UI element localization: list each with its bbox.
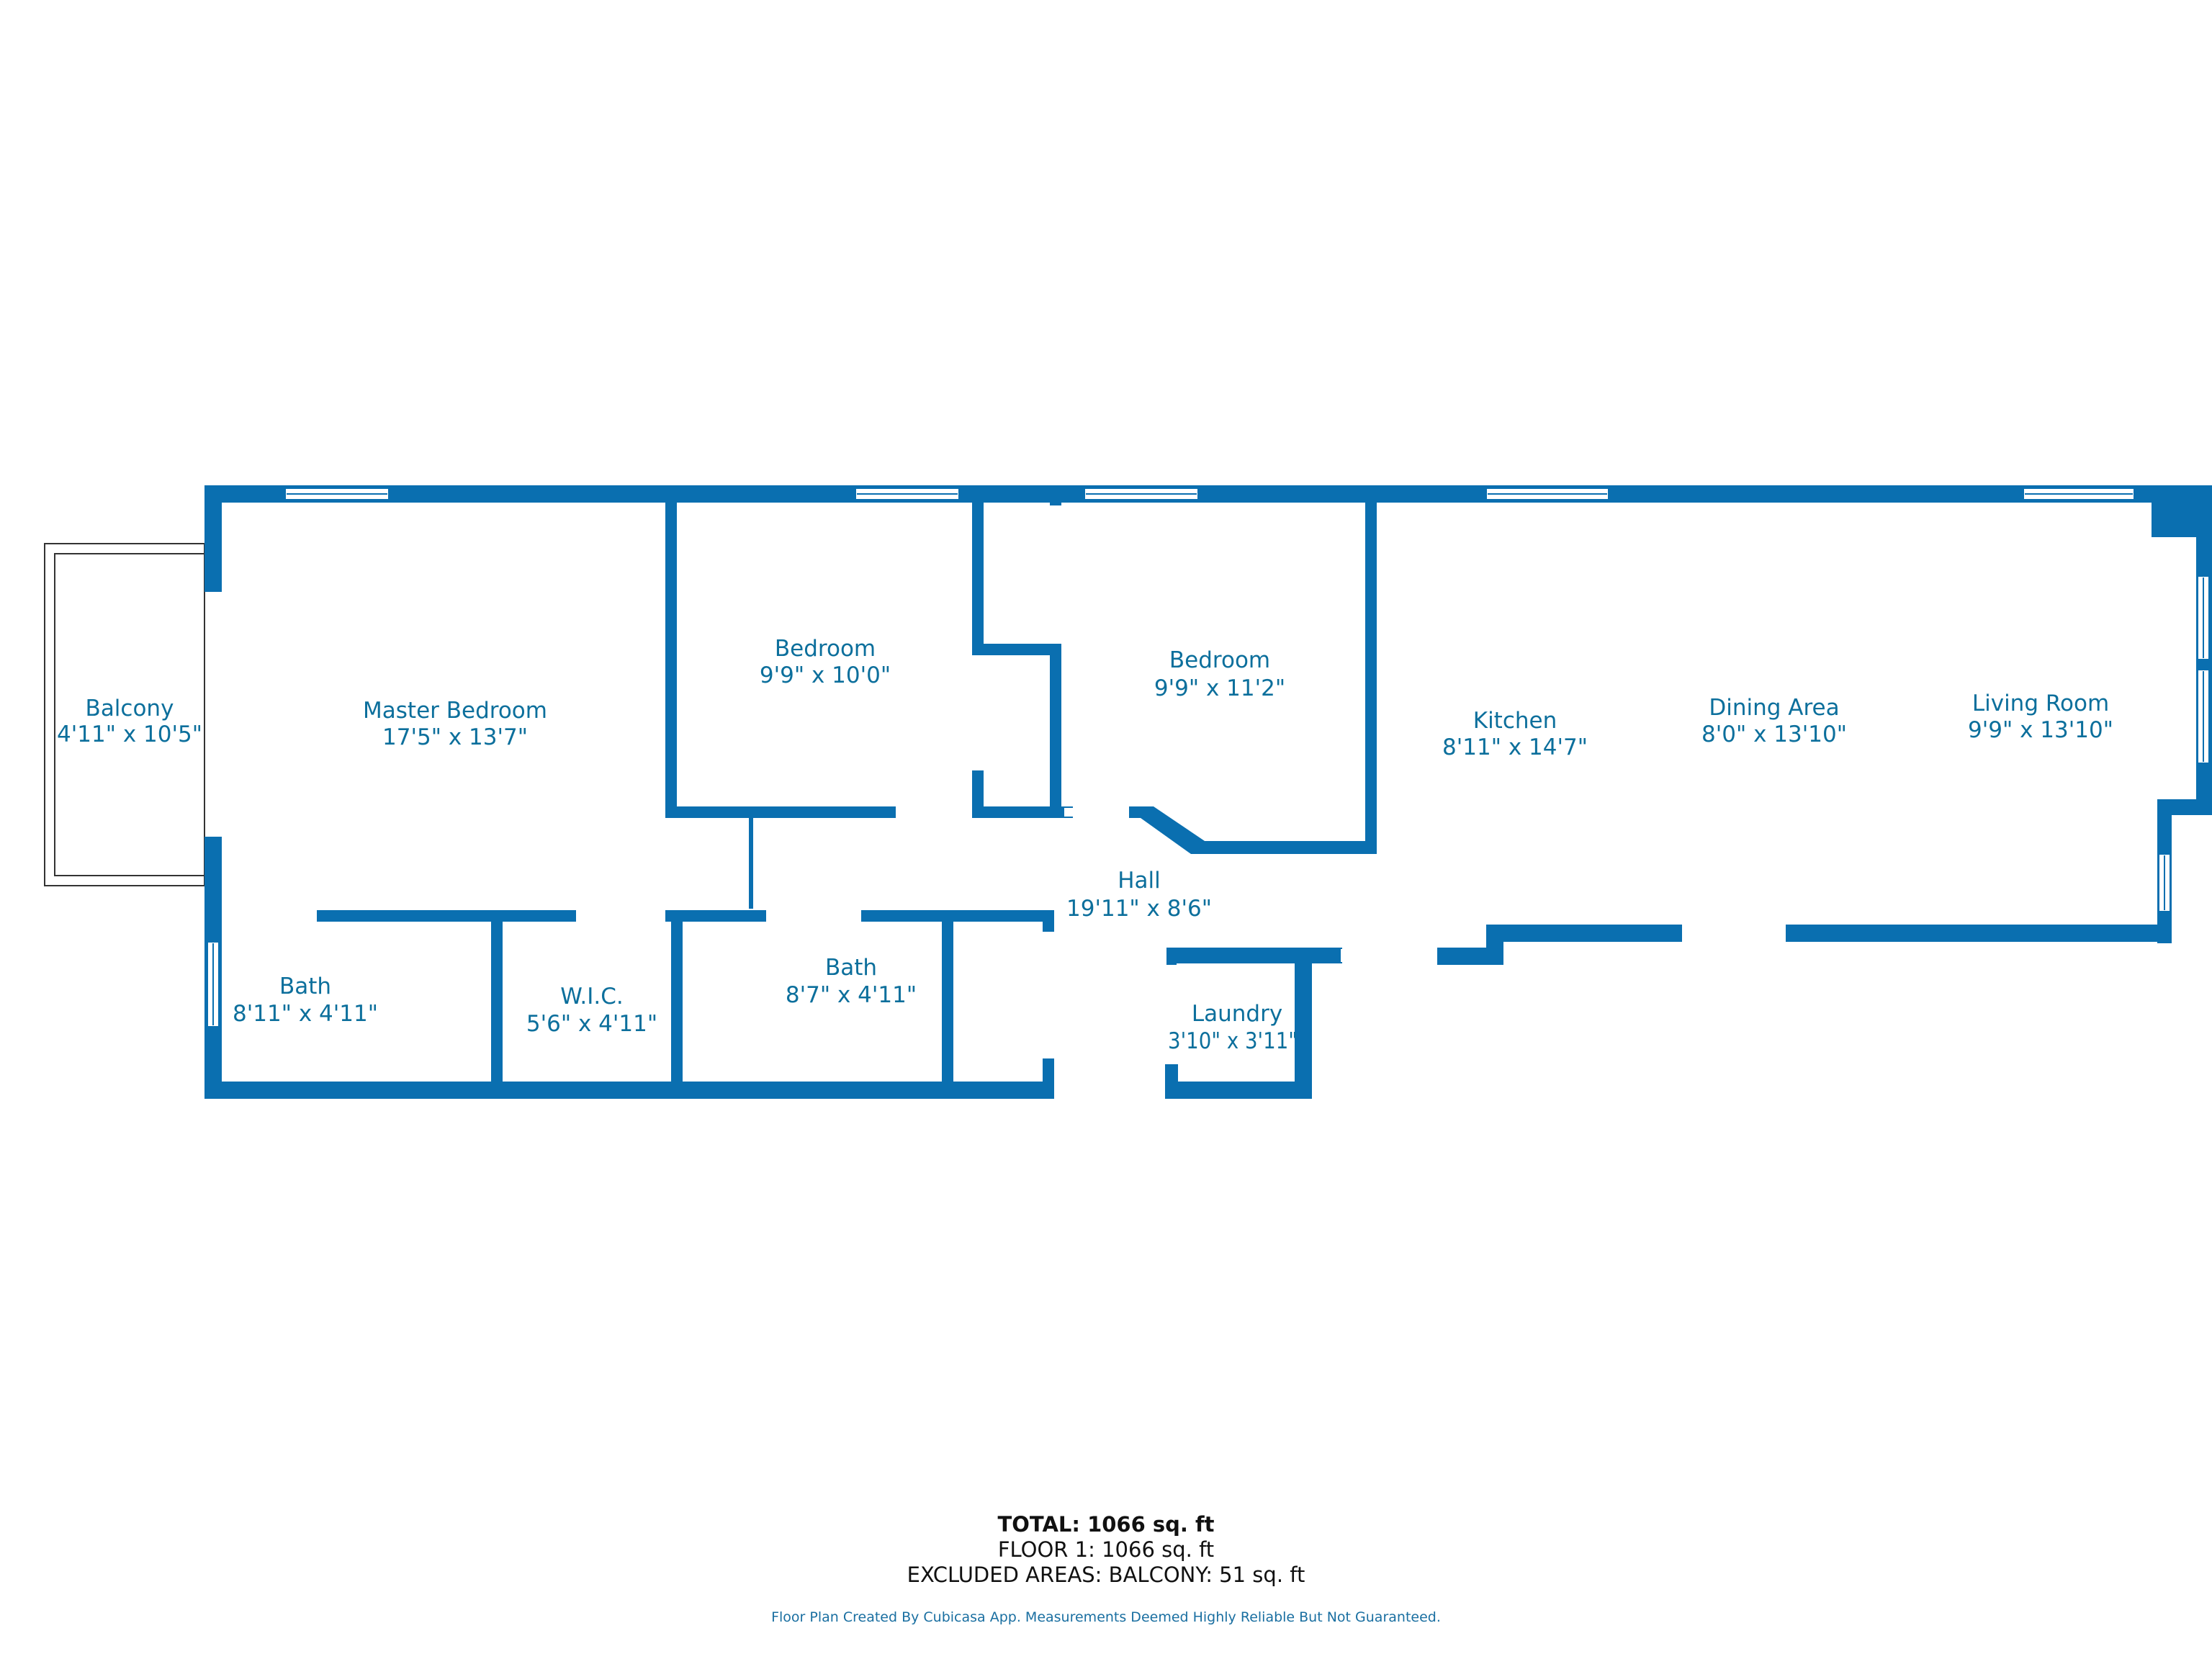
balcony-outline: [44, 543, 205, 886]
window-master: [284, 487, 390, 500]
kitchen-name: Kitchen: [1473, 708, 1557, 734]
master-bedroom-name: Master Bedroom: [363, 698, 547, 724]
master-bedroom-dims: 17'5" x 13'7": [382, 724, 528, 750]
bedroom1-dims: 9'9" x 10'0": [760, 662, 891, 688]
credit-note: Floor Plan Created By Cubicasa App. Meas…: [771, 1609, 1441, 1625]
bath1-dims: 8'11" x 4'11": [233, 1001, 378, 1027]
bath2-dims: 8'7" x 4'11": [786, 982, 917, 1008]
living-room-name: Living Room: [1972, 691, 2109, 716]
window-bath1: [207, 941, 220, 1028]
hall-dims: 19'11" x 8'6": [1066, 896, 1212, 922]
bedroom1-name: Bedroom: [775, 636, 876, 662]
door-openings: [206, 592, 1786, 1097]
dining-name: Dining Area: [1709, 695, 1839, 721]
dining-dims: 8'0" x 13'10": [1701, 721, 1847, 747]
bath1-name: Bath: [279, 974, 331, 999]
window-bedroom2: [1084, 487, 1199, 500]
window-living-right-1: [2197, 575, 2210, 660]
laundry-name: Laundry: [1192, 1001, 1282, 1027]
window-living-top: [2023, 487, 2135, 500]
hall-name: Hall: [1118, 868, 1161, 894]
floor1-area: FLOOR 1: 1066 sq. ft: [997, 1537, 1215, 1562]
balcony-name: Balcony: [86, 696, 174, 721]
kitchen-dims: 8'11" x 14'7": [1442, 734, 1588, 760]
balcony-dims: 4'11" x 10'5": [57, 721, 202, 747]
window-living-right-3: [2158, 853, 2171, 912]
wic-dims: 5'6" x 4'11": [526, 1011, 657, 1037]
window-bedroom1: [855, 487, 960, 500]
living-room-dims: 9'9" x 13'10": [1968, 717, 2113, 743]
window-living-right-2: [2197, 669, 2210, 764]
wic-name: W.I.C.: [560, 984, 623, 1010]
window-kitchen: [1485, 487, 1609, 500]
laundry-dims: 3'10" x 3'11": [1168, 1028, 1298, 1054]
bedroom2-dims: 9'9" x 11'2": [1154, 675, 1285, 701]
walls: [204, 485, 2212, 1099]
excluded-area: EXCLUDED AREAS: BALCONY: 51 sq. ft: [907, 1563, 1305, 1587]
room-labels: Balcony 4'11" x 10'5" Master Bedroom 17'…: [57, 636, 2113, 1054]
bath2-name: Bath: [825, 955, 877, 981]
bedroom2-name: Bedroom: [1169, 647, 1270, 673]
windows: [207, 487, 2210, 1028]
total-area: TOTAL: 1066 sq. ft: [997, 1512, 1215, 1537]
